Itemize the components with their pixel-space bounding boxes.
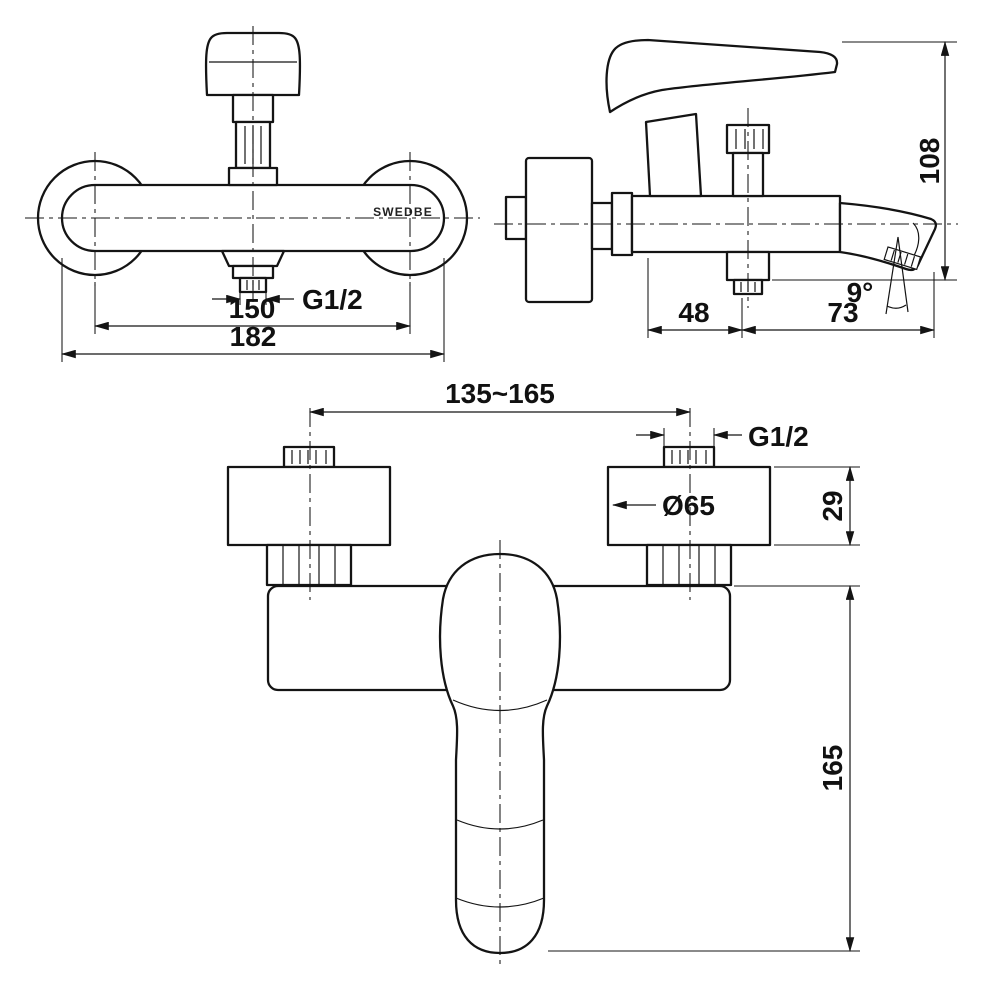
dim-182-text: 182 [230,321,277,352]
install-left-thread-hatch [291,450,327,464]
install-left-nut [265,543,353,587]
dim-108-ext-lines [772,41,957,281]
install-left-flange [226,465,392,547]
side-view: 108 48 73 9° [494,38,958,338]
dim-29-ext-lines [774,466,860,546]
dim-73-text: 73 [827,297,858,328]
dia-65-text: Ø65 [662,490,715,521]
side-wall-flange [524,156,594,304]
side-union-nut-small [590,201,614,251]
dim-165-text: 165 [817,745,848,792]
front-thread-label: G1/2 [302,284,363,315]
install-thread-label: G1/2 [748,421,809,452]
install-right-thread-hatch [671,450,707,464]
side-handle-column [644,112,703,198]
dim-48-text: 48 [678,297,709,328]
install-right-nut-facets [662,545,716,585]
front-view: G1/2 150 182 SWEDBE [25,26,480,362]
front-vertical-centerlines [94,26,411,302]
dim-182-ext-lines [61,258,445,362]
angle-9-reference-lines [885,236,909,315]
brand-label: SWEDBE [373,205,433,219]
side-wall-plate [504,195,528,241]
angle-9-arc [886,304,907,309]
dim-135-165-text: 135~165 [445,378,555,409]
dim-165-ext-lines [548,585,860,952]
angle-9-text: 9° [847,277,874,308]
install-centerlines [309,408,691,966]
dim-108-text: 108 [914,138,945,185]
side-handle-lever [605,38,839,114]
install-left-nut-facets [282,545,336,585]
side-knob-knurl [735,129,764,149]
install-view: 135~165 G1/2 Ø65 29 165 [226,378,860,966]
side-spout-aerator [883,246,922,271]
side-aerator-hatch [890,249,916,267]
side-spout [838,201,938,272]
install-right-nut [645,543,733,587]
dim-150-text: 150 [229,293,276,324]
install-thread-ext-lines [663,428,715,447]
dim-29-text: 29 [817,490,848,521]
